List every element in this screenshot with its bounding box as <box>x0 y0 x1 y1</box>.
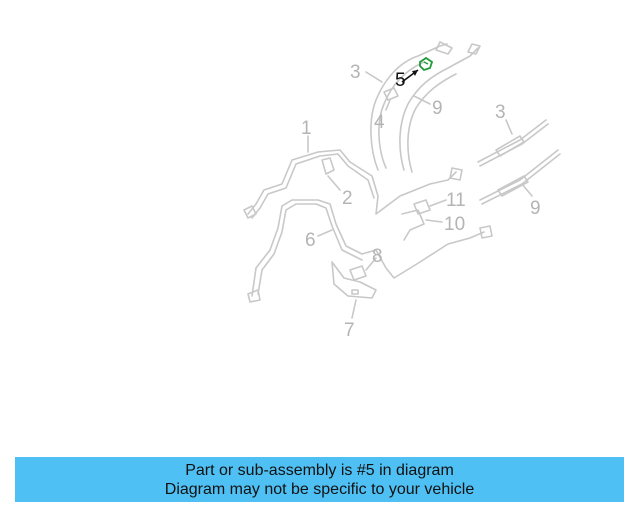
callout-10: 10 <box>444 214 465 235</box>
bracket-2 <box>321 157 335 175</box>
bracket-10 <box>401 209 425 241</box>
line-1-end <box>243 205 257 219</box>
banner-line-1: Part or sub-assembly is #5 in diagram <box>185 462 454 479</box>
callout-2: 2 <box>342 188 353 209</box>
hose-3-upper <box>370 43 448 171</box>
leader-11 <box>429 199 447 207</box>
clamp-4 <box>383 87 399 101</box>
hose-3-right-body <box>495 135 525 157</box>
line-1-end-b <box>449 167 463 181</box>
line-6-end <box>247 289 261 303</box>
line-6-end-b <box>479 225 493 239</box>
line-1-b <box>251 153 375 219</box>
bracket-7 <box>331 261 377 299</box>
line-1 <box>247 149 457 215</box>
leader-6 <box>317 229 333 237</box>
leader-8 <box>365 257 377 271</box>
hose-9-upper-b <box>407 73 457 173</box>
leader-7 <box>351 299 357 319</box>
callout-7: 7 <box>344 320 355 341</box>
leader-9a <box>413 95 431 105</box>
hose-9-upper <box>399 47 479 171</box>
info-banner: Part or sub-assembly is #5 in diagram Di… <box>15 457 624 502</box>
callout-9: 9 <box>530 198 541 219</box>
leader-2 <box>327 175 341 191</box>
callout-3: 3 <box>350 62 361 83</box>
callout-8: 8 <box>372 246 383 267</box>
bracket-7-hole <box>351 289 359 295</box>
hose-3-upper-b <box>378 61 425 169</box>
hose-9-upper-end <box>467 43 481 55</box>
leader-3a <box>365 71 383 83</box>
part-5-highlight <box>401 56 434 83</box>
leader-9b <box>521 183 533 197</box>
callout-5: 5 <box>395 70 406 91</box>
banner-line-2: Diagram may not be specific to your vehi… <box>164 481 475 498</box>
callout-4: 4 <box>374 112 385 133</box>
callout-9: 9 <box>432 98 443 119</box>
callout-3: 3 <box>495 102 506 123</box>
callout-11: 11 <box>446 190 466 211</box>
leader-10 <box>425 219 443 223</box>
leader-3b <box>505 119 513 135</box>
leader-4 <box>385 99 391 111</box>
hose-3-right <box>477 119 547 163</box>
hose-9-right-body <box>497 175 529 197</box>
hose-9-right <box>479 149 559 201</box>
callout-6: 6 <box>305 230 316 251</box>
hose-3-right-b <box>479 123 549 167</box>
clip-11 <box>413 199 431 215</box>
callout-1: 1 <box>301 118 312 139</box>
line-6-b <box>257 203 363 295</box>
line-6 <box>251 199 485 297</box>
clip-8 <box>349 265 367 281</box>
hose-3-upper-fitting <box>435 41 453 55</box>
